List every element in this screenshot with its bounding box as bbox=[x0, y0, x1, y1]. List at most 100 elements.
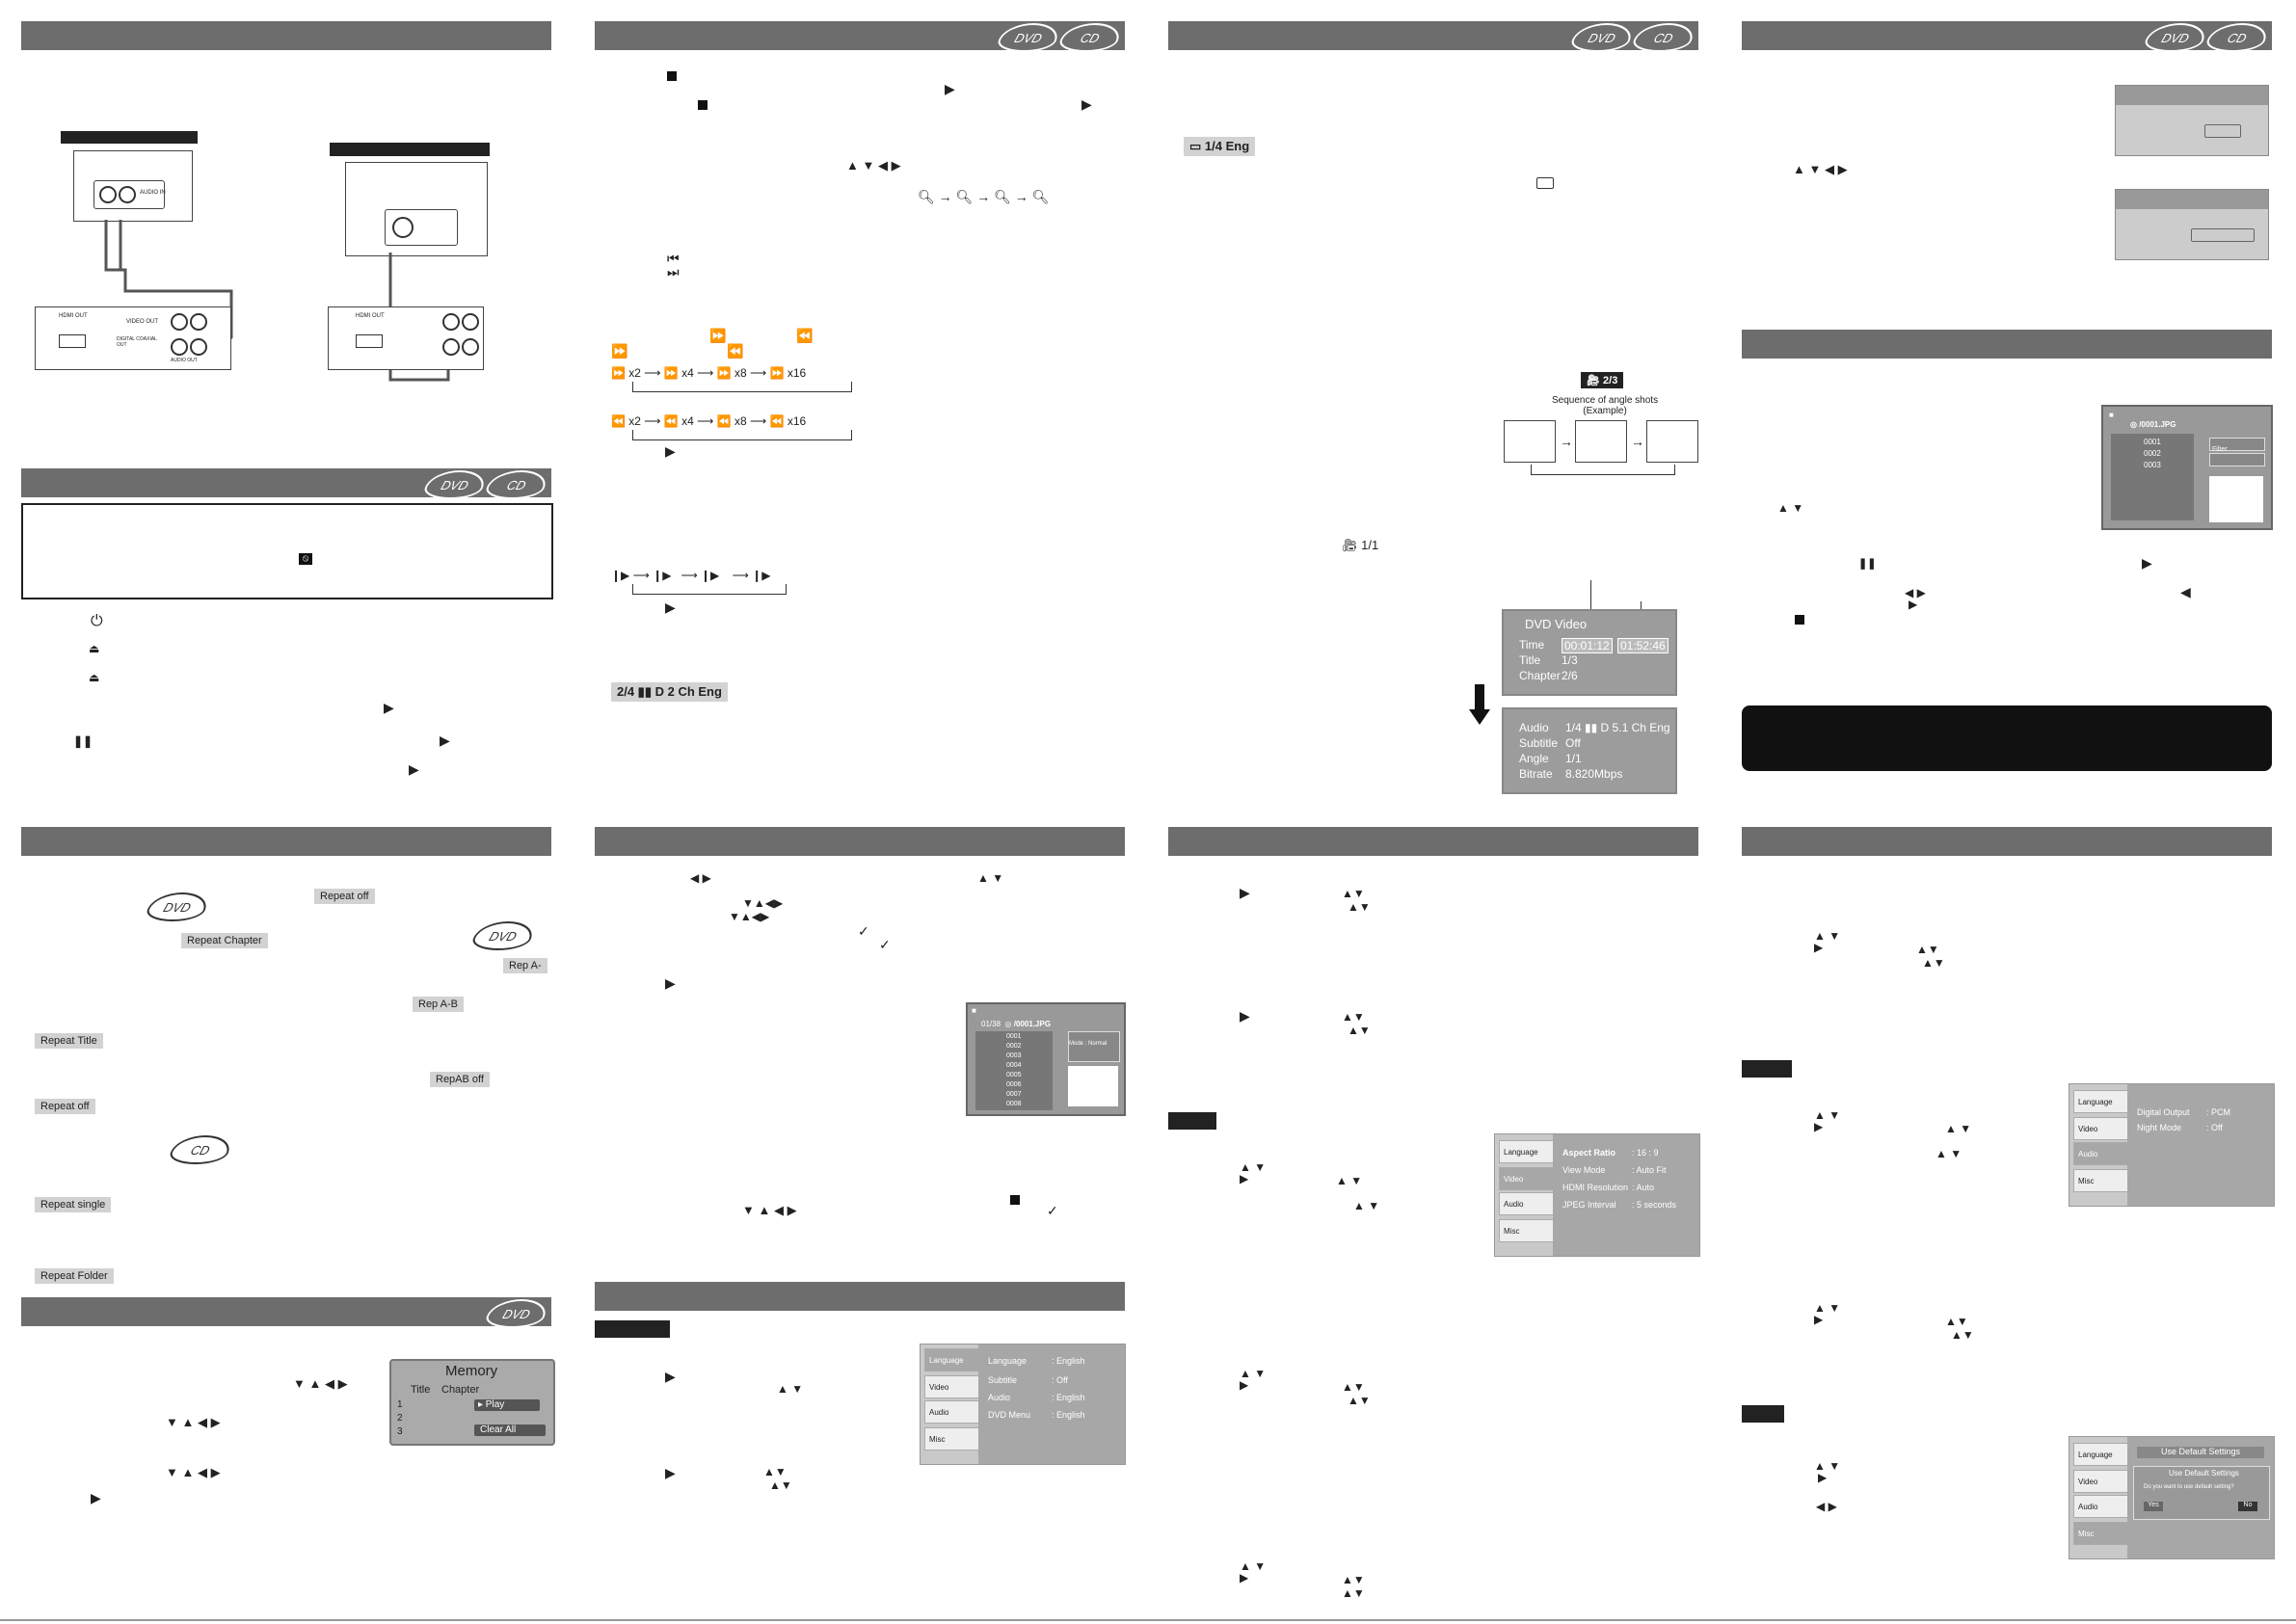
skip-prev-icon: ⏮ bbox=[667, 251, 680, 266]
arrow-keys: ▲ ▼ ◀ ▶ bbox=[846, 158, 901, 173]
menu-screen-1 bbox=[2115, 85, 2269, 156]
play-icon: ▶ bbox=[665, 1369, 676, 1384]
repeat-folder-pill: Repeat Folder bbox=[35, 1268, 114, 1284]
play-icon: ▶ bbox=[1814, 941, 1824, 954]
up-down-keys: ▲▼ bbox=[1951, 1328, 1974, 1342]
play-icon: ▶ bbox=[665, 443, 676, 459]
up-down-keys: ▲ ▼ bbox=[1814, 1459, 1841, 1473]
play-icon: ▶ bbox=[1240, 885, 1250, 900]
no-button[interactable]: No bbox=[2238, 1502, 2257, 1511]
angle-small-label: 🎥︎ 1/1 bbox=[1342, 538, 1379, 552]
osd-display-2: Audio 1/4 ▮▮ D 5.1 Ch Eng Subtitle Off A… bbox=[1502, 707, 1677, 794]
play-icon: ▶ bbox=[665, 975, 676, 991]
bottom-divider bbox=[0, 1619, 2296, 1621]
play-icon: ▶ bbox=[384, 700, 394, 715]
rep-ab-pill: Rep A-B bbox=[413, 997, 464, 1012]
memory-play-button[interactable]: ▸ Play bbox=[474, 1399, 540, 1411]
dvd-logo: DVD bbox=[420, 470, 490, 499]
stop-icon bbox=[667, 71, 677, 81]
down-arrow-icon bbox=[1475, 684, 1484, 713]
up-down-keys: ▲▼ bbox=[1342, 1380, 1365, 1394]
header-bar-6 bbox=[1742, 330, 2272, 359]
tv-audio-in-box: AUDIO IN bbox=[73, 150, 193, 222]
up-down-keys: ▲▼ bbox=[763, 1465, 787, 1478]
connection-cable-1 bbox=[104, 220, 233, 349]
left-right-keys: ◀ ▶ bbox=[1905, 586, 1926, 599]
player-back-1: HDMI OUT VIDEO OUT DIGITAL COAXIAL OUT A… bbox=[35, 306, 231, 370]
dvd-logo: DVD bbox=[1567, 23, 1637, 52]
play-icon: ▶ bbox=[1081, 96, 1092, 112]
audio-in-label: AUDIO IN bbox=[140, 190, 166, 196]
file-browser-2: ■ 01/38 ◎ /0001.JPG 0001 0002 0003 0004 … bbox=[966, 1002, 1126, 1116]
slow-sequence: ❙▶ ⟶ ❙▶ ⟶ ❙▶ ⟶ ❙▶ bbox=[611, 569, 771, 582]
header-bar-10 bbox=[1742, 827, 2272, 856]
arrow-keys: ▲ ▼ ◀ ▶ bbox=[1793, 162, 1848, 176]
header-bar-8 bbox=[595, 827, 1125, 856]
up-down-keys: ▲▼ bbox=[1945, 1315, 1968, 1328]
left-right-keys: ◀ ▶ bbox=[690, 871, 711, 885]
up-down-keys: ▲▼ bbox=[1342, 1010, 1365, 1024]
zoom-sequence: 🔍︎ → 🔍︎ → 🔍︎ → 🔍︎ bbox=[918, 189, 1050, 204]
tv-label-bar-1 bbox=[61, 131, 198, 144]
up-down-keys: ▲ ▼ bbox=[1353, 1199, 1380, 1212]
angle-osd-pill: 🎥︎ 2/3 bbox=[1581, 372, 1624, 388]
notice-banner bbox=[1742, 706, 2272, 771]
setup-menu-misc: Language Video Audio Misc Use Default Se… bbox=[2069, 1436, 2275, 1559]
play-icon: ▶ bbox=[1240, 1172, 1249, 1185]
memory-panel: Memory Title Chapter 1 2 3 ▸ Play Clear … bbox=[389, 1359, 555, 1446]
ff-sequence: ⏩ x2 ⟶ ⏩ x4 ⟶ ⏩ x8 ⟶ ⏩ x16 bbox=[611, 366, 807, 380]
yes-button[interactable]: Yes bbox=[2144, 1502, 2163, 1511]
setup-menu-language: Language Video Audio Misc Language: Engl… bbox=[920, 1344, 1126, 1465]
play-icon: ▶ bbox=[1909, 598, 1918, 611]
up-down-keys: ▲▼ bbox=[1342, 1573, 1365, 1586]
stop-icon bbox=[1010, 1195, 1020, 1205]
player-back-2: HDMI OUT bbox=[328, 306, 484, 370]
default-settings-button[interactable]: Use Default Settings bbox=[2137, 1447, 2264, 1458]
cd-logo: CD bbox=[166, 1135, 235, 1164]
up-down-keys: ▲▼ bbox=[1348, 1024, 1371, 1037]
header-bar-11: DVD bbox=[21, 1297, 551, 1328]
up-down-keys: ▲▼ bbox=[1916, 943, 1939, 956]
up-down-keys: ▲ ▼ bbox=[1240, 1559, 1267, 1573]
rw-sequence: ⏪ x2 ⟶ ⏪ x4 ⟶ ⏪ x8 ⟶ ⏪ x16 bbox=[611, 414, 807, 428]
check-icon: ✓ bbox=[1047, 1203, 1058, 1218]
dvd-logo: DVD bbox=[468, 921, 538, 950]
play-icon: ▶ bbox=[665, 1465, 676, 1480]
memory-clear-button[interactable]: Clear All bbox=[474, 1424, 546, 1436]
eject-icon: ⏏ bbox=[89, 671, 100, 684]
check-icon: ✓ bbox=[879, 937, 891, 952]
arrow-keys: ▼ ▲ ◀ ▶ bbox=[742, 1203, 797, 1217]
play-icon: ▶ bbox=[91, 1490, 101, 1505]
header-bar-1 bbox=[21, 21, 551, 50]
note-box: ⦸ bbox=[21, 503, 553, 599]
play-icon: ▶ bbox=[440, 732, 450, 748]
repeat-off-pill-2: Repeat off bbox=[35, 1099, 95, 1114]
up-down-keys: ▲ ▼ bbox=[1814, 929, 1841, 943]
repeat-chapter-pill: Repeat Chapter bbox=[181, 933, 268, 948]
tv-coax-box bbox=[345, 162, 488, 256]
up-down-keys: ▲▼ bbox=[769, 1478, 792, 1492]
rw-icon: ⏪ bbox=[796, 328, 814, 343]
play-icon: ▶ bbox=[945, 81, 955, 96]
up-down-keys: ▲ ▼ bbox=[1936, 1147, 1962, 1160]
tv-label-bar-2 bbox=[330, 143, 490, 156]
up-down-keys: ▲▼ bbox=[1342, 1586, 1365, 1600]
arrow-keys: ▼▲◀▶ bbox=[742, 896, 784, 910]
repeat-title-pill: Repeat Title bbox=[35, 1033, 103, 1049]
play-icon: ▶ bbox=[1814, 1120, 1824, 1133]
setup-menu-audio: Language Video Audio Misc Digital Output… bbox=[2069, 1083, 2275, 1207]
angle-shot-2 bbox=[1575, 420, 1627, 463]
play-icon: ▶ bbox=[2142, 555, 2152, 571]
prohibited-icon: ⦸ bbox=[299, 553, 312, 565]
cd-logo: CD bbox=[482, 470, 551, 499]
header-bar-7 bbox=[21, 827, 551, 856]
repab-off-pill: RepAB off bbox=[430, 1072, 490, 1087]
menu-screen-2 bbox=[2115, 189, 2269, 260]
play-icon: ▶ bbox=[1814, 1313, 1824, 1326]
left-icon: ◀ bbox=[2180, 584, 2191, 599]
skip-next-icon: ⏭ bbox=[667, 264, 680, 280]
up-down-keys: ▲ ▼ bbox=[1240, 1160, 1267, 1174]
